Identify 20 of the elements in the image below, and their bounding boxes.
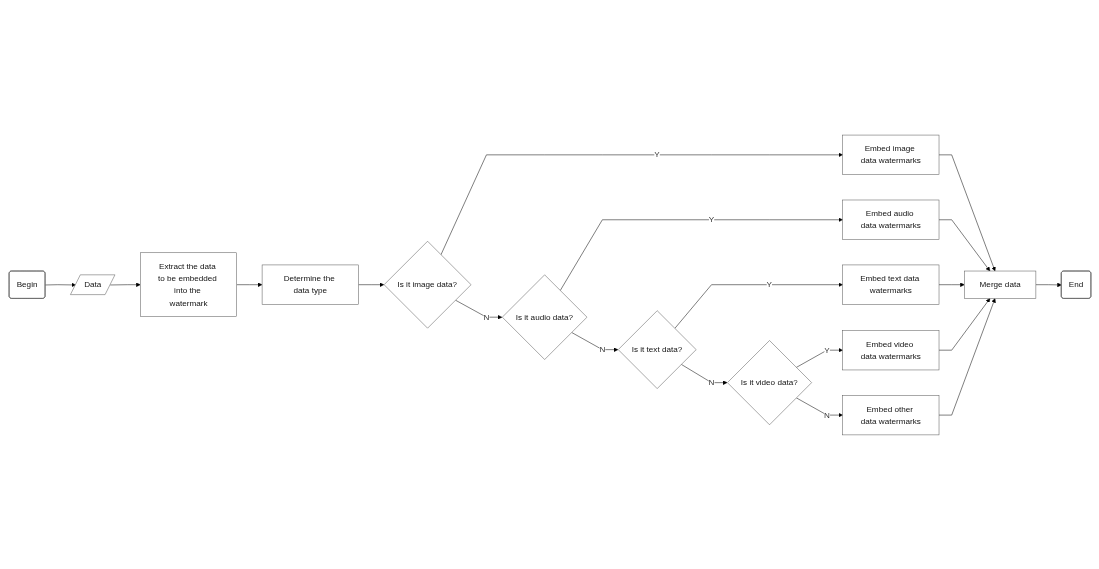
node-box: Embed text data watermarks: [841, 264, 939, 305]
node-diamond: Is it audio data?: [501, 274, 587, 360]
edge-label: N: [708, 377, 714, 387]
node-diamond: Is it image data?: [383, 240, 471, 328]
node-box: Embed video data watermarks: [841, 329, 939, 370]
edge-label: Y: [708, 214, 714, 224]
edge-label: Y: [823, 345, 830, 354]
node-box: Embed audio data watermarks: [841, 199, 939, 240]
edge-label: N: [823, 410, 830, 419]
edge-label: Y: [766, 279, 772, 289]
node-box: Embed image data watermarks: [841, 134, 939, 175]
node-box: Determine the data type: [261, 264, 359, 305]
node-box: Embed other data watermarks: [841, 394, 939, 435]
node-diamond: Is it video data?: [726, 339, 812, 425]
node-diamond: Is it text data?: [617, 309, 696, 389]
node-box: Extract the data to be embedded into the watermark: [139, 252, 237, 317]
node-box: Merge data: [963, 270, 1036, 299]
edge-label: N: [598, 344, 605, 354]
edge-label: Y: [653, 149, 660, 159]
edge-label: N: [482, 312, 489, 321]
